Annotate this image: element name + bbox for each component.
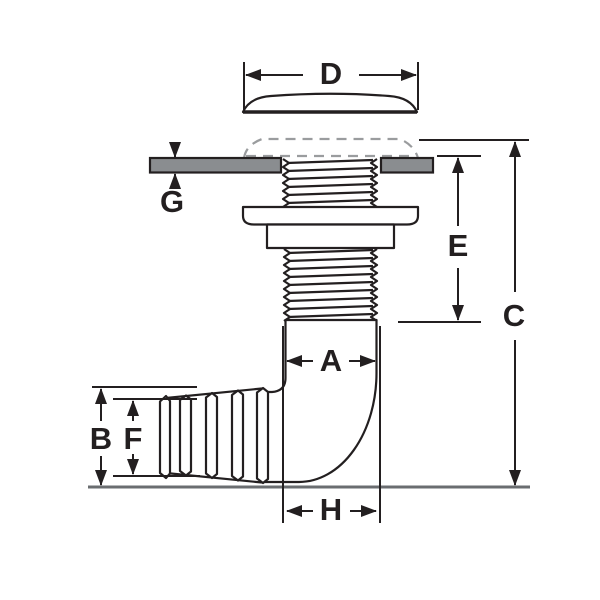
cap-head	[241, 92, 419, 114]
hose-barb	[158, 386, 270, 485]
barb-ridge	[178, 394, 193, 477]
dim-label-g: G	[160, 184, 184, 219]
barb-ridge	[255, 386, 270, 485]
locknut-flange	[241, 205, 420, 250]
dim-a: A	[282, 326, 381, 523]
hull-panel	[148, 156, 435, 174]
dim-label-e: E	[448, 228, 469, 263]
dim-h: H	[286, 492, 377, 527]
barb-ridge	[204, 391, 219, 480]
dashed-head-outline	[242, 137, 420, 159]
hull-panel-right	[379, 156, 435, 174]
dim-e: E	[398, 155, 481, 323]
hull-panel-left	[148, 156, 283, 174]
dim-label-a: A	[320, 343, 342, 378]
dim-b: B	[90, 386, 197, 486]
dim-f: F	[113, 398, 200, 477]
barb-end-face	[158, 394, 172, 480]
dim-label-d: D	[320, 56, 342, 91]
barb-ridge	[230, 389, 245, 482]
dim-g: G	[160, 142, 184, 219]
lower-threads	[282, 248, 379, 322]
dim-label-b: B	[90, 421, 112, 456]
dim-label-c: C	[503, 298, 525, 333]
dim-label-f: F	[124, 421, 143, 456]
dim-c: C	[419, 139, 529, 486]
dim-label-h: H	[320, 492, 342, 527]
dim-d: D	[243, 56, 419, 110]
upper-threads	[281, 158, 379, 208]
